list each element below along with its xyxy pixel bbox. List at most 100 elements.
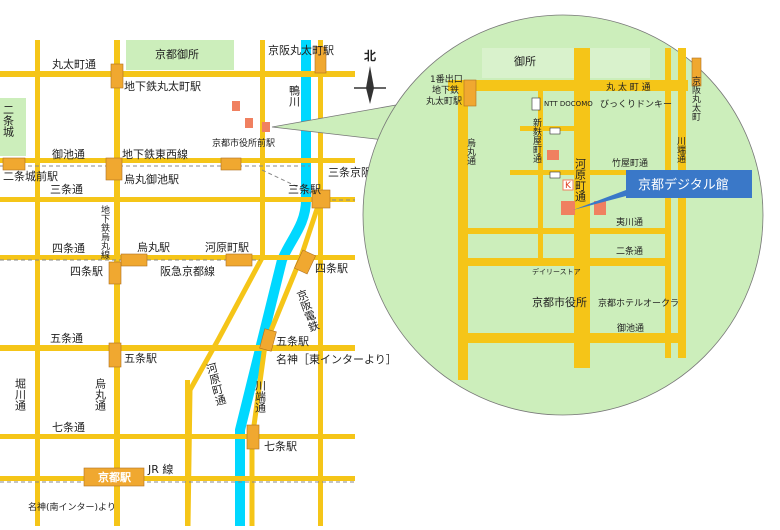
- road-kawabata-n: [318, 40, 323, 526]
- label-keihan-marutamachi-text: 京阪丸太町駅: [268, 43, 334, 57]
- label-karasuma-line: 地下鉄烏丸線: [99, 204, 110, 259]
- inset-station-keihan-marutamachi: [691, 57, 702, 87]
- label-shijo-eki-east: 四条駅: [315, 261, 348, 275]
- inset-building-digital-kan: [561, 201, 575, 215]
- road-shichijo: [0, 434, 355, 439]
- label-subway-tozai: 地下鉄東西線: [122, 147, 188, 161]
- inset-road-marutamachi: [448, 80, 688, 91]
- label-karasuma-dori: 烏丸通: [94, 377, 107, 411]
- inset-k-mark-box: [562, 179, 574, 191]
- label-imperial-palace: 京都御所: [155, 47, 199, 61]
- station-shiyakusho-mae: [220, 157, 242, 171]
- inset-road-kawaramachi: [574, 48, 590, 368]
- inset-label-ntt: NTT DOCOMO: [544, 100, 593, 108]
- label-shiyakusho-mae: 京都市役所前駅: [212, 137, 275, 149]
- label-gojo-eki-east: 五条駅: [276, 334, 309, 348]
- station-shijo-west: [108, 261, 122, 285]
- inset-label-nijo: 二条通: [616, 245, 643, 257]
- north-arrow-icon: [366, 66, 374, 104]
- inset-label-gosho: 御所: [514, 54, 536, 68]
- inset-station-marutamachi: [463, 79, 477, 107]
- label-shichijo-dori: 七条通: [52, 420, 85, 434]
- label-keihan-marutamachi: 京阪丸太町駅: [268, 43, 334, 57]
- inset-label-karasuma: 烏丸通: [465, 137, 476, 166]
- inset-road-nijo: [460, 258, 665, 266]
- inset-road-karasuma: [458, 80, 468, 380]
- label-shijo-eki-west: 四条駅: [70, 264, 103, 278]
- inset-label-kawabata: 川端通: [675, 136, 686, 164]
- road-sanjo: [0, 197, 355, 202]
- marker-building-1: [232, 101, 240, 111]
- station-karasuma-oike: [105, 157, 123, 181]
- inset-gosho-area: [482, 48, 650, 78]
- station-nijojo-mae: [2, 157, 26, 171]
- imperial-palace-park: [126, 40, 234, 70]
- label-sanjo-dori: 三条通: [50, 182, 83, 196]
- north-label: 北: [364, 48, 376, 63]
- road-kawaramachi-s: [185, 256, 265, 527]
- inset-label-city-hall: 京都市役所: [532, 295, 587, 309]
- label-nijojo-mae: 二条城前駅: [3, 169, 58, 183]
- label-kawabata-dori: 川端通: [254, 380, 267, 413]
- inset-label-takeyamachi: 竹屋町通: [612, 157, 648, 169]
- label-shichijo-eki: 七条駅: [264, 439, 297, 453]
- label-kawaramachi-eki: 河原町駅: [205, 241, 249, 254]
- north-arrow: 北: [354, 48, 386, 104]
- label-hankyu-line: 阪急京都線: [160, 264, 215, 278]
- inset-label-marutamachi-eki: 丸太町駅: [426, 95, 462, 107]
- label-kyoto-eki: 京都駅: [98, 470, 131, 484]
- road-hachijo: [0, 476, 355, 481]
- label-karasuma-oike: 烏丸御池駅: [124, 172, 179, 186]
- marker-building-2: [245, 118, 253, 128]
- label-keihan-line: 京阪電鉄: [293, 287, 321, 334]
- label-gojo-eki-west: 五条駅: [124, 351, 157, 365]
- station-gojo-west: [108, 342, 122, 368]
- digital-kan-callout-box: [626, 170, 752, 198]
- inset-arrow-icon-1: [549, 171, 561, 179]
- station-shichijo: [246, 424, 260, 450]
- inset-vertical-roads: [458, 48, 686, 380]
- label-oike-dori: 御池通: [52, 147, 85, 161]
- label-karasuma-eki: 烏丸駅: [137, 240, 170, 254]
- inset-road-kawabata-w: [665, 48, 671, 358]
- inset-label-kawaramachi: 河原町通: [574, 158, 587, 202]
- callout-pointer: [271, 104, 397, 141]
- main-horizontal-roads: [0, 71, 355, 481]
- label-shijo-dori: 四条通: [52, 241, 85, 255]
- inset-label-keihan-marutamachi: 京阪丸太町: [690, 75, 701, 121]
- station-sanjo: [311, 189, 331, 209]
- inset-callout: K 京都デジタル館 御所 1番出口 地下鉄 丸太町駅 丸 太 町 通 NTT D…: [271, 14, 764, 416]
- main-map: 京都御所 丸太町通 地下鉄丸太町駅 京阪丸太町駅 二条城 地下鉄東西線 御池通 …: [0, 40, 397, 527]
- inset-road-kawabata-e: [678, 48, 686, 358]
- road-horikawa: [35, 40, 40, 526]
- road-gojo: [0, 345, 355, 351]
- station-subway-marutamachi: [110, 63, 124, 89]
- inset-label-oike: 御池通: [617, 322, 644, 334]
- label-jr-line: JR 線: [147, 462, 173, 476]
- inset-label-shinfuyacho: 新麩屋町通: [531, 117, 542, 164]
- label-meishin-higashi: 名神［東インターより］: [276, 352, 397, 366]
- inset-road-ebisugawa: [460, 228, 665, 234]
- road-kawaramachi-n: [260, 40, 265, 260]
- inset-arrow-icon-2: [549, 127, 561, 135]
- station-keihan-marutamachi: [314, 46, 327, 74]
- road-oike: [0, 158, 355, 163]
- inset-road-shinfuyacho: [538, 91, 543, 258]
- stations: [2, 46, 331, 487]
- inset-label-daily: デイリーストア: [532, 267, 581, 276]
- inset-label-marutamachi-dori: 丸 太 町 通: [606, 81, 651, 93]
- label-gojo-dori: 五条通: [50, 331, 83, 345]
- digital-kan-label: 京都デジタル館: [638, 177, 729, 193]
- label-subway-marutamachi: 地下鉄丸太町駅: [124, 79, 201, 93]
- inset-label-donki: びっくりドンキー: [600, 99, 672, 110]
- inset-label-hotel-okura: 京都ホテルオークラ: [598, 297, 679, 309]
- inset-label-ebisugawa: 夷川通: [616, 216, 643, 228]
- label-kamo-river: 鴨川: [288, 84, 301, 107]
- digital-kan-callout-arrow: [573, 190, 626, 210]
- station-kyoto: [83, 467, 145, 487]
- station-kawaramachi: [225, 253, 253, 267]
- marker-building-3: [262, 122, 270, 132]
- inset-road-oike: [460, 333, 685, 343]
